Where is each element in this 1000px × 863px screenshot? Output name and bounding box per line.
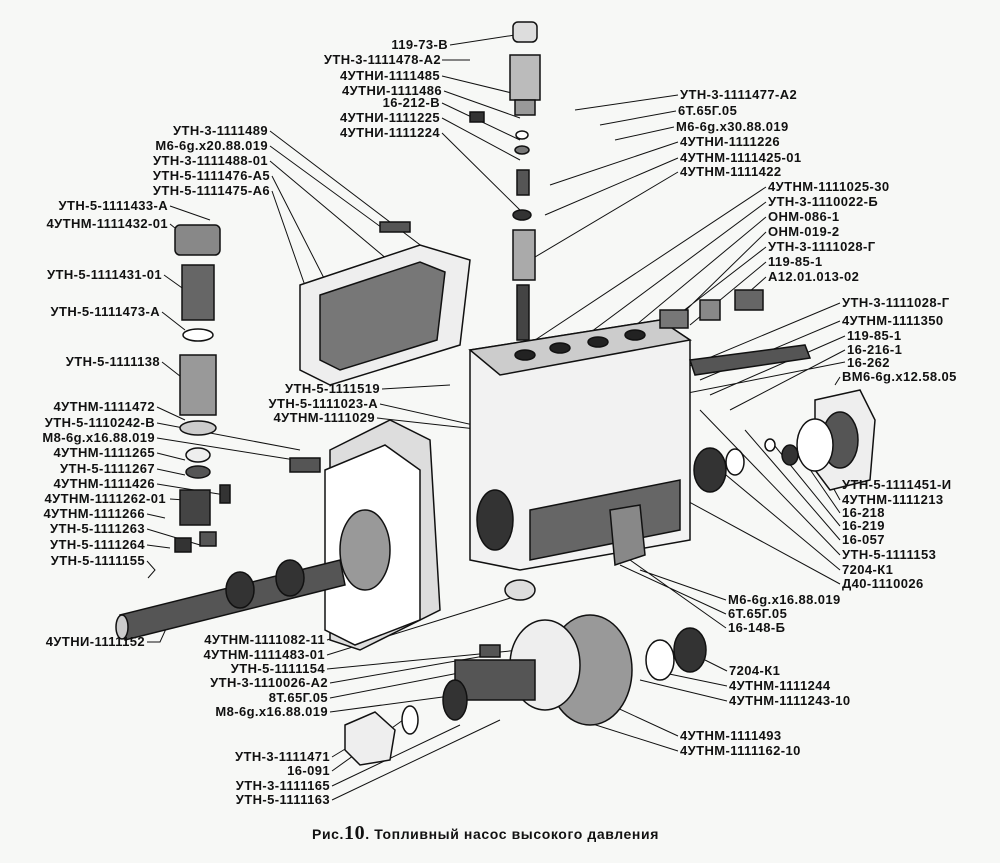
part-label: УТН-3-1111165 — [235, 778, 330, 793]
part-label: УТН-3-1111028-Г — [768, 239, 876, 254]
caption-text: . Топливный насос высокого давления — [365, 826, 659, 842]
part-label: 119-85-1 — [847, 328, 902, 343]
part-label: УТН-5-1111154 — [230, 661, 325, 676]
part-label: М8-6g.x16.88.019 — [42, 430, 155, 445]
part-label: УТН-5-1111476-А5 — [152, 168, 270, 183]
part-label: 4УТНМ-1111472 — [53, 399, 155, 414]
part-label: 16-216-1 — [847, 342, 903, 357]
parts — [115, 21, 876, 766]
part-label: 4УТНИ-1111485 — [340, 68, 440, 83]
part-label: УТН-5-1111138 — [65, 354, 160, 369]
part-label: 119-85-1 — [768, 254, 823, 269]
part-label: 4УТНИ-1111152 — [45, 634, 145, 649]
part-label: 4УТНМ-1111425-01 — [680, 150, 802, 165]
part-label: 4УТНМ-1111432-01 — [46, 216, 168, 231]
part-label: 4УТНМ-1111025-30 — [768, 179, 890, 194]
part-label: 6Т.65Г.05 — [678, 103, 738, 118]
part-label: 8Т.65Г.05 — [268, 690, 328, 705]
part-label: 119-73-В — [391, 37, 448, 52]
part-label: ОНМ-086-1 — [768, 209, 840, 224]
part-label: УТН-5-1111163 — [235, 792, 330, 807]
part-label: 16-219 — [842, 518, 885, 533]
part-label: 4УТНМ-1111422 — [680, 164, 782, 179]
part-label: М8-6g.x16.88.019 — [215, 704, 328, 719]
part-label: 6Т.65Г.05 — [728, 606, 788, 621]
part-label: УТН-5-1111263 — [50, 521, 145, 536]
part-label: 4УТНМ-1111493 — [680, 728, 782, 743]
part-label: 16-218 — [842, 505, 885, 520]
part-label: ВМ6-6g.x12.58.05 — [842, 369, 957, 384]
part-label: УТН-5-1111475-А6 — [152, 183, 270, 198]
part-label: УТН-5-1111153 — [842, 547, 937, 562]
part-label: ОНМ-019-2 — [768, 224, 840, 239]
part-label: М6-6g.x20.88.019 — [155, 138, 268, 153]
part-label: 4УТНИ-1111486 — [342, 83, 442, 98]
part-label: 4УТНМ-1111244 — [729, 678, 831, 693]
part-label: 16-057 — [842, 532, 885, 547]
part-label: 4УТНМ-1111082-11 — [204, 632, 325, 647]
part-label: УТН-3-1110022-Б — [768, 194, 879, 209]
part-label: 4УТНМ-1111266 — [43, 506, 145, 521]
part-label: УТН-3-1111471 — [235, 749, 330, 764]
part-label: 16-148-Б — [728, 620, 786, 635]
figure-caption: Рис.10. Топливный насос высокого давлени… — [312, 822, 659, 845]
part-label: УТН-3-1110026-А2 — [210, 675, 328, 690]
part-label: 4УТНМ-1111262-01 — [44, 491, 166, 506]
part-label: 4УТНИ-1111225 — [340, 110, 440, 125]
figure-number: 10 — [344, 822, 366, 844]
part-label: 4УТНМ-1111483-01 — [203, 647, 325, 662]
part-label: УТН-5-1111433-А — [58, 198, 168, 213]
part-label: 4УТНМ-1111213 — [842, 492, 944, 507]
part-label: УТН-5-1110242-В — [44, 415, 155, 430]
part-label: 7204-К1 — [842, 562, 894, 577]
part-label: 16-262 — [847, 355, 890, 370]
part-label: УТН-3-1111489 — [173, 123, 268, 138]
part-label: Д40-1110026 — [842, 576, 924, 591]
part-label: 16-091 — [287, 763, 330, 778]
part-label: УТН-5-1111431-01 — [47, 267, 162, 282]
part-label: УТН-5-1111264 — [50, 537, 145, 552]
part-label: УТН-5-1111267 — [60, 461, 155, 476]
caption-prefix: Рис. — [312, 826, 345, 842]
part-label: 7204-К1 — [729, 663, 781, 678]
part-label: УТН-5-1111451-И — [842, 477, 952, 492]
part-label: УТН-5-1111473-А — [50, 304, 160, 319]
part-label: 4УТНМ-1111350 — [842, 313, 944, 328]
part-label: М6-6g.x16.88.019 — [728, 592, 841, 607]
part-label: УТН-3-1111028-Г — [842, 295, 950, 310]
part-label: 4УТНИ-1111224 — [340, 125, 440, 140]
part-label: УТН-5-1111023-А — [268, 396, 378, 411]
part-label: 4УТНИ-1111226 — [680, 134, 780, 149]
part-label: УТН-5-1111519 — [285, 381, 380, 396]
part-label: М6-6g.x30.88.019 — [676, 119, 789, 134]
part-label: УТН-3-1111478-А2 — [323, 52, 441, 67]
part-label: 4УТНМ-1111243-10 — [729, 693, 851, 708]
part-label: 4УТНМ-1111265 — [53, 445, 155, 460]
part-label: УТН-3-1111488-01 — [153, 153, 268, 168]
part-label: УТН-3-1111477-А2 — [680, 87, 798, 102]
part-label: А12.01.013-02 — [768, 269, 860, 284]
part-label: 16-212-В — [382, 95, 440, 110]
part-label: 4УТНМ-1111162-10 — [680, 743, 801, 758]
part-label: 4УТНМ-1111029 — [273, 410, 375, 425]
part-label: 4УТНМ-1111426 — [53, 476, 155, 491]
part-label: УТН-5-1111155 — [50, 553, 145, 568]
